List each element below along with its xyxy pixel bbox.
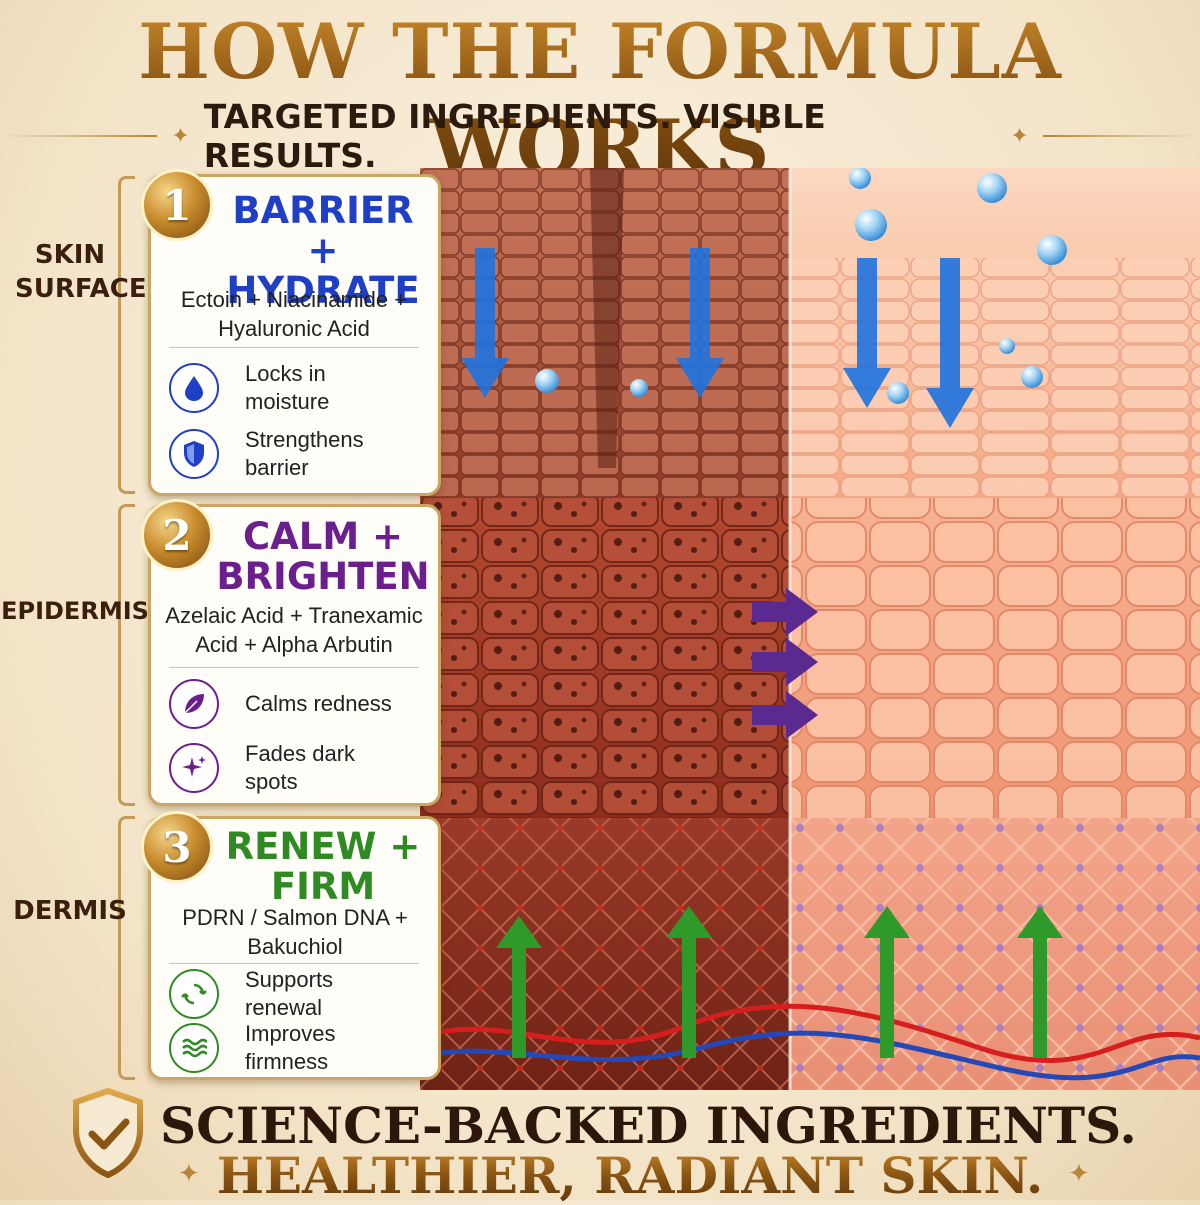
- footer-line-2: HEALTHIER, RADIANT SKIN.: [180, 1146, 1080, 1205]
- ingredient-list: PDRN / Salmon DNA + Bakuchiol: [182, 905, 408, 959]
- side-label-epidermis: EPIDERMIS: [1, 597, 149, 625]
- divider-right: [1042, 135, 1200, 137]
- sparkle-footer-left-icon: ✦: [178, 1158, 200, 1189]
- ingredient-list: Ectoin + Niacinamide + Hyaluronic Acid: [180, 287, 408, 341]
- divider: [169, 963, 419, 964]
- bracket-dermis: [118, 816, 135, 1080]
- layer-card-renew-firm: 3 RENEW + FIRM PDRN / Salmon DNA + Bakuc…: [141, 811, 441, 1080]
- wave-lines-icon: [169, 1023, 219, 1073]
- benefit-text: Strengthens barrier: [245, 427, 364, 480]
- sparkle-footer-right-icon: ✦: [1068, 1158, 1090, 1188]
- sparkle-left-icon: ✦: [171, 123, 190, 148]
- side-label-text: SKIN SURFACE: [15, 240, 147, 304]
- subtitle-row: ✦ TARGETED INGREDIENTS. VISIBLE RESULTS.…: [0, 97, 1200, 175]
- ingredient-list: Azelaic Acid + Tranexamic Acid + Alpha A…: [165, 603, 423, 657]
- step-number-badge: 2: [141, 499, 213, 571]
- sparkle-icon: [169, 743, 219, 793]
- benefit-text: Fades dark spots: [245, 741, 356, 794]
- benefit-item: Supports renewal: [169, 965, 429, 1023]
- card-title: BARRIER + HYDRATE: [226, 189, 420, 312]
- layer-card-calm-brighten: 2 CALM + BRIGHTEN Azelaic Acid + Tranexa…: [141, 499, 441, 806]
- bracket-surface: [118, 176, 135, 494]
- benefit-item: Locks in moisture: [169, 359, 429, 417]
- check-shield-icon: [73, 1088, 143, 1178]
- benefit-text: Improves firmness: [245, 1021, 336, 1074]
- footer-line-1: SCIENCE-BACKED INGREDIENTS.: [160, 1096, 1137, 1155]
- benefit-text: Supports renewal: [245, 967, 334, 1020]
- benefit-item: Strengthens barrier: [169, 425, 429, 483]
- benefit-item: Improves firmness: [169, 1019, 429, 1077]
- shield-icon: [169, 429, 219, 479]
- water-drop-icon: [169, 363, 219, 413]
- sparkle-right-icon: ✦: [1010, 123, 1029, 148]
- benefit-item: Calms redness: [169, 675, 429, 733]
- layer-card-barrier-hydrate: 1 BARRIER + HYDRATE Ectoin + Niacinamide…: [141, 169, 441, 496]
- card-title: RENEW + FIRM: [225, 825, 421, 908]
- divider: [169, 667, 419, 668]
- step-number-badge: 1: [141, 169, 213, 241]
- side-label-dermis: DERMIS: [13, 896, 127, 926]
- benefit-text: Locks in moisture: [245, 361, 330, 414]
- renew-cycle-icon: [169, 969, 219, 1019]
- skin-cross-section-illustration: [420, 168, 1200, 1090]
- page-title: HOW THE FORMULA WORKS: [0, 4, 1200, 196]
- divider-left: [0, 135, 158, 137]
- divider: [169, 347, 419, 348]
- bracket-epidermis: [118, 504, 135, 806]
- card-title: CALM + BRIGHTEN: [216, 515, 430, 598]
- benefit-item: Fades dark spots: [169, 739, 429, 797]
- side-label-skin-surface: SKIN SURFACE: [0, 238, 147, 306]
- step-number-badge: 3: [141, 811, 213, 883]
- leaf-icon: [169, 679, 219, 729]
- benefit-text: Calms redness: [245, 691, 392, 716]
- page-subtitle: TARGETED INGREDIENTS. VISIBLE RESULTS.: [203, 97, 826, 175]
